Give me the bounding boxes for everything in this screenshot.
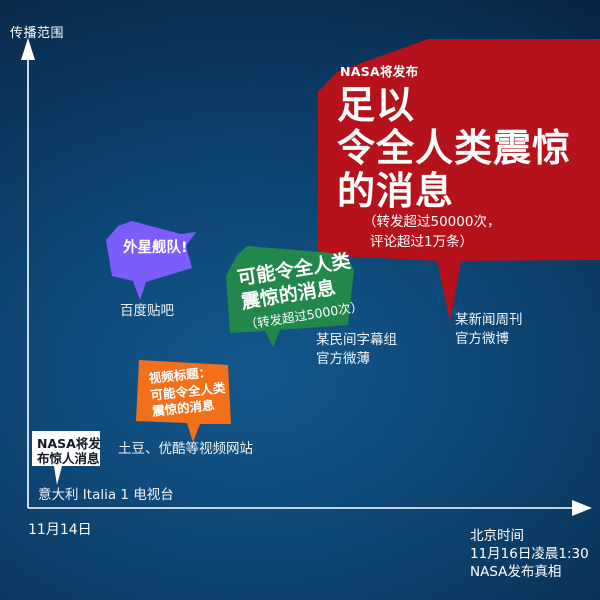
bubble-shape-italia1: [32, 431, 100, 485]
caption-subtitle-group-weibo-2: 官方微薄: [316, 351, 370, 367]
red-bubble-subtext-1: （转发超过50000次，: [363, 214, 501, 230]
caption-baidu-tieba: 百度贴吧: [120, 303, 174, 319]
purple-bubble-text: 外星舰队!: [123, 240, 188, 256]
caption-news-weekly-weibo-1: 某新闻周刊: [455, 312, 523, 328]
red-bubble-headline-2: 令全人类震惊: [337, 126, 572, 170]
bubble-shape-video-sites: [136, 360, 231, 442]
red-bubble-kicker: NASA将发布: [340, 64, 419, 79]
x-axis-end-note-line-1: 北京时间: [470, 528, 524, 544]
red-bubble-subtext-2: 评论超过1万条）: [370, 234, 474, 250]
red-bubble-headline-1: 足以: [337, 83, 416, 127]
white-bubble-line-2: 布惊人消息: [37, 451, 100, 466]
bubble-shape-baidu-tieba: [106, 221, 196, 300]
caption-subtitle-group-weibo-1: 某民间字幕组: [316, 332, 397, 348]
caption-news-weekly-weibo-2: 官方微博: [455, 331, 509, 347]
y-axis-label: 传播范围: [10, 26, 65, 41]
bubble-shape-news-weekly-weibo: [318, 39, 600, 322]
x-axis: [28, 500, 592, 516]
x-axis-end-note-line-3: NASA发布真相: [470, 564, 562, 580]
white-bubble-line-1: NASA将发: [37, 436, 101, 451]
x-axis-arrow-icon: [572, 500, 592, 516]
y-axis: [21, 38, 35, 508]
bubble-shape-subtitle-group-weibo: [226, 246, 354, 347]
caption-video-sites: 土豆、优酷等视频网站: [118, 441, 253, 457]
caption-italia1: 意大利 Italia 1 电视台: [38, 487, 174, 503]
y-axis-arrow-icon: [21, 38, 35, 60]
x-axis-start-label: 11月14日: [28, 522, 92, 538]
red-bubble-headline-3: 的消息: [337, 169, 455, 213]
x-axis-end-note-line-2: 11月16日凌晨1:30: [470, 546, 589, 562]
